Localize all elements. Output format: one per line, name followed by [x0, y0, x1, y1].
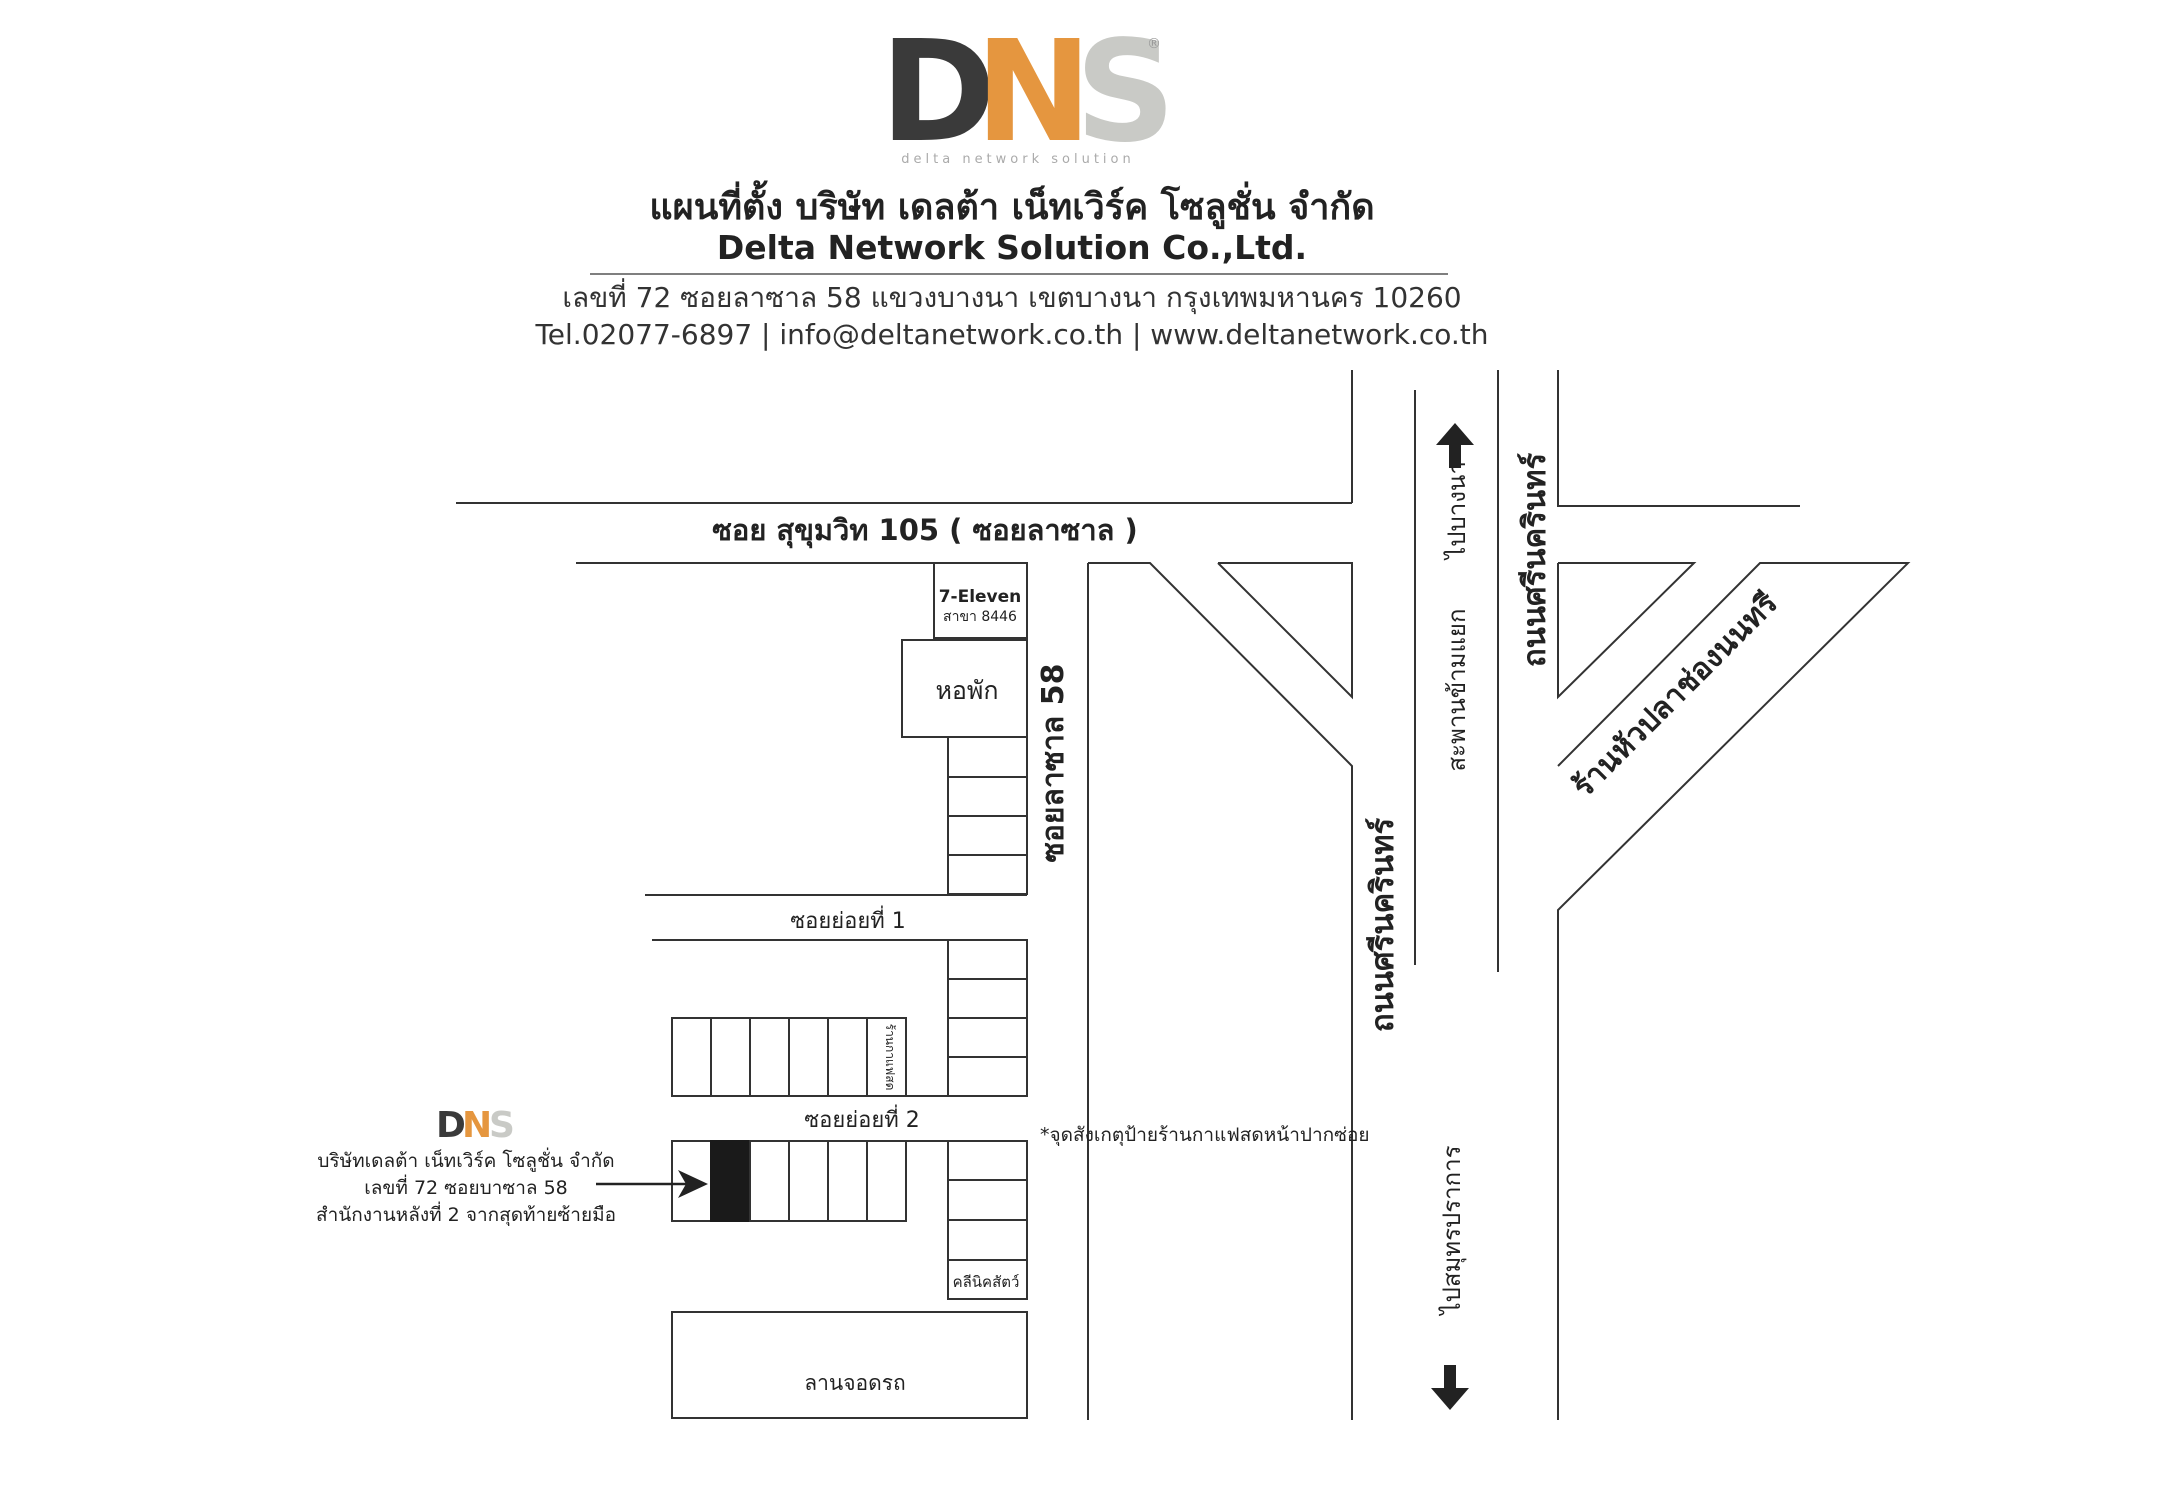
- chong-nonsi-road: [1557, 562, 1911, 1420]
- svg-text:D: D: [436, 1105, 466, 1146]
- shophouse-column-south: [947, 1140, 1028, 1300]
- title-thai: แผนที่ตั้ง บริษัท เดลต้า เน็ทเวิร์ค โซลู…: [649, 180, 1374, 230]
- srinakarin-road-label-west: ถนนศรีนครินทร์: [1365, 817, 1401, 1032]
- to-samut-prakan-label: ไปสมุทรปราการ: [1438, 1145, 1467, 1316]
- company-office-note: สำนักงานหลังที่ 2 จากสุดท้ายซ้ายมือ: [316, 1201, 616, 1227]
- svg-text:N: N: [462, 1105, 492, 1146]
- dns-office-building: [710, 1140, 751, 1222]
- address-line: เลขที่ 72 ซอยลาซาล 58 แขวงบางนา เขตบางนา…: [562, 278, 1461, 315]
- soi-lasalle-58-label: ซอยลาซาล 58: [1036, 664, 1071, 863]
- shophouse-row-north: [947, 736, 1028, 895]
- arrow-down-icon: [1431, 1365, 1469, 1410]
- vet-clinic-label: คลีนิคสัตว์: [953, 1273, 1020, 1291]
- shophouse-row-south: [671, 1140, 907, 1222]
- logo-tagline: delta network solution: [901, 152, 1134, 167]
- arrow-up-icon: [1436, 423, 1474, 468]
- landmark-note: *จุดสังเกตุป้ายร้านกาแฟสดหน้าปากซ่อย: [1040, 1124, 1370, 1147]
- parking-lot: [671, 1311, 1028, 1419]
- sukhumvit-105-label: ซอย สุขุมวิท 105 ( ซอยลาซาล ): [712, 513, 1138, 548]
- seven-eleven-building: [933, 562, 1028, 639]
- shophouse-column-east: [947, 939, 1028, 1097]
- logo-letter-n: N: [975, 11, 1092, 174]
- company-address: เลขที่ 72 ซอยบาซาล 58: [364, 1174, 568, 1199]
- parking-label: ลานจอดรถ: [804, 1371, 906, 1395]
- coffee-shop-label: ร้านกาแฟสด: [883, 1024, 897, 1091]
- srinakarin-road-label-east: ถนนศรีนครินทร์: [1517, 452, 1553, 667]
- traffic-island-east: [1557, 562, 1697, 700]
- shophouse-row-mid: [671, 1017, 907, 1097]
- arrow-right-icon: [596, 1170, 708, 1198]
- sub-soi-1-label: ซอยย่อยที่ 1: [790, 905, 906, 934]
- srinakarin-southbound-west-edge: [1088, 562, 1353, 1420]
- dorm-building: [901, 639, 1028, 738]
- seven-eleven-label: 7-Eleven: [939, 587, 1022, 607]
- registered-mark: ®: [1147, 36, 1161, 52]
- east-road-north: [1557, 370, 1800, 507]
- dorm-label: หอพัก: [935, 676, 998, 705]
- seven-eleven-branch: สาขา 8446: [943, 609, 1017, 625]
- flyover-label: สะพานข้ามแยก: [1443, 608, 1471, 771]
- logo-letter-s: S: [1075, 11, 1176, 174]
- traffic-island-north: [1217, 562, 1353, 700]
- title-english: Delta Network Solution Co.,Ltd.: [717, 228, 1307, 267]
- company-mini-logo: D N S: [436, 1105, 515, 1146]
- dns-logo: D N S ® delta network solution: [880, 11, 1176, 174]
- logo-letter-d: D: [880, 11, 996, 174]
- contact-line: Tel.02077-6897 | info@deltanetwork.co.th…: [534, 318, 1488, 351]
- company-name: บริษัทเดลต้า เน็ทเวิร์ค โซลูชั่น จำกัด: [317, 1147, 614, 1172]
- to-bangna-label: ไปบางนา: [1443, 461, 1471, 561]
- svg-text:S: S: [489, 1105, 515, 1146]
- sub-soi-2-label: ซอยย่อยที่ 2: [804, 1104, 920, 1133]
- fish-head-shop-label: ร้านหัวปลาช่องนนทรี: [1566, 586, 1785, 805]
